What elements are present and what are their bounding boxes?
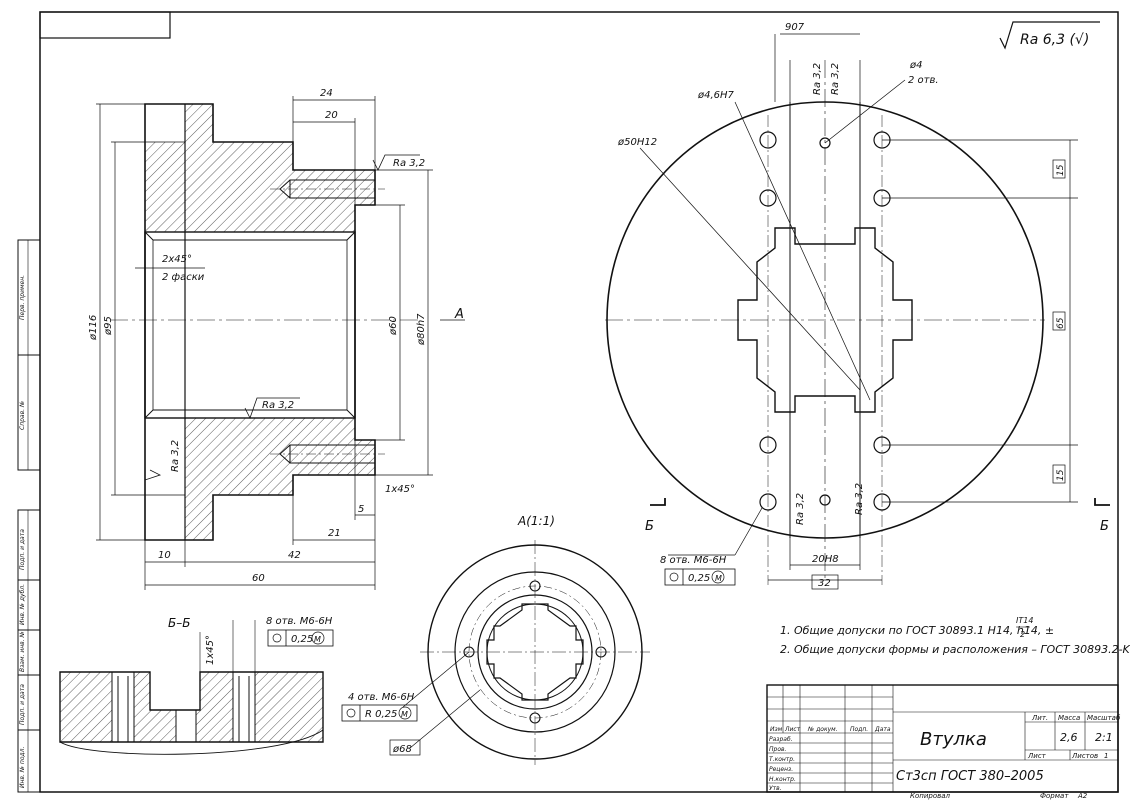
note-1-frac-den: 2 [1020, 630, 1025, 639]
hdr-doc: № докум. [807, 726, 838, 733]
side-label-4: Инв. № дубл. [19, 584, 26, 625]
sheets-count: 1 [1104, 752, 1108, 760]
svg-text:M: M [314, 635, 321, 644]
ra-right-bottom-2: Ra 3,2 [854, 483, 865, 515]
dim-d46h7: ø4,6H7 [697, 90, 735, 101]
view-a: A(1:1) 4 отв. M6-6H R 0,25 M ø68 [341, 514, 650, 765]
section-chamfer: 1x45° [205, 635, 216, 665]
position-tol-right: 0,25 [688, 573, 710, 584]
role-2: Пров. [769, 746, 787, 753]
general-roughness: Ra 6,3 (√) [999, 21, 1100, 50]
svg-text:M: M [715, 574, 722, 583]
ra-right-bottom-1: Ra 3,2 [795, 493, 806, 525]
holes-8-m6: 8 отв. M6-6H [660, 555, 727, 566]
dim-10: 10 [158, 550, 171, 561]
side-label-7: Инв. № подл. [19, 747, 26, 788]
dim-21: 21 [328, 528, 341, 539]
ra-top: Ra 3,2 [393, 158, 425, 169]
svg-text:M: M [401, 710, 408, 719]
side-label-2: Справ. № [19, 401, 26, 430]
section-bb-title: Б–Б [168, 616, 190, 630]
dim-65: 65 [1056, 317, 1066, 329]
dim-d4: ø4 [909, 60, 922, 71]
hdr-list: Лист [784, 726, 801, 733]
ra-bore: Ra 3,2 [262, 400, 294, 411]
format-label: Формат [1040, 792, 1069, 800]
dim-32: 32 [818, 578, 831, 589]
side-strip: Перв. примен. Справ. № Подп. и дата Инв.… [17, 239, 41, 793]
dim-d95: ø95 [103, 316, 114, 336]
dim-20: 20 [325, 110, 338, 121]
sheets-label: Листов [1071, 752, 1098, 760]
part-name: Втулка [920, 729, 987, 750]
dim-d116: ø116 [88, 315, 99, 341]
dim-907: 907 [785, 22, 805, 33]
side-label-6: Подп. и дата [19, 684, 26, 725]
role-3: Т.контр. [769, 756, 795, 763]
note-1-frac-num: IT14 [1016, 616, 1033, 625]
section-mark-left: Б [645, 519, 654, 534]
view-a-holes: 4 отв. M6-6H [348, 692, 415, 703]
section-tol: 0,25 [291, 634, 313, 645]
view-a-tol: R 0,25 [365, 709, 397, 720]
role-5: Н.контр. [769, 776, 796, 783]
role-1: Разраб. [769, 736, 793, 743]
ra-right-top-2: Ra 3,2 [830, 63, 841, 95]
side-label-3: Подп. и дата [19, 529, 26, 570]
dim-42: 42 [288, 550, 301, 561]
top-left-stamp [39, 11, 171, 39]
mass-value: 2,6 [1060, 731, 1078, 744]
dim-20h8: 20H8 [812, 554, 839, 565]
dim-24: 24 [320, 88, 333, 99]
view-a-d68: ø68 [392, 744, 412, 755]
title-block: Изм Лист № докум. Подп. Дата Разраб. Про… [766, 684, 1121, 800]
front-section-view: 24 20 Ra 3,2 2x45° 2 фаски ø116 ø95 ø60 … [88, 88, 465, 590]
view-a-title: A(1:1) [517, 514, 555, 528]
section-holes: 8 отв. M6-6H [266, 616, 333, 627]
col-scale: Масштаб [1087, 714, 1121, 722]
hdr-date: Дата [874, 726, 891, 733]
dim-d80: ø80h7 [416, 313, 427, 346]
hdr-izm: Изм [770, 726, 783, 733]
side-label-1: Перв. примен. [19, 275, 26, 320]
format-value: A2 [1077, 792, 1088, 800]
end-view: 907 Ra 3,2 Ra 3,2 ø4 2 отв. ø4,6H7 ø50H1… [605, 22, 1110, 590]
ra-left: Ra 3,2 [170, 440, 181, 472]
side-label-5: Взам. инв. № [19, 631, 26, 672]
copied-label: Копировал [910, 792, 951, 800]
dim-d60: ø60 [388, 316, 399, 336]
chamfer-1x45: 1x45° [385, 484, 415, 495]
col-lit: Лит. [1031, 714, 1048, 722]
hdr-sign: Подп. [850, 726, 868, 733]
section-bb: Б–Б 8 отв. M6-6H 0,25 M 1x45° [59, 616, 334, 755]
note-1: 1. Общие допуски по ГОСТ 30893.1 H14, h1… [780, 624, 1054, 637]
ra-right-top-1: Ra 3,2 [812, 63, 823, 95]
dim-60: 60 [252, 573, 265, 584]
roughness-label: Ra 6,3 (√) [1020, 32, 1089, 48]
dim-15-top: 15 [1056, 164, 1066, 176]
dim-15-bottom: 15 [1056, 469, 1066, 481]
col-mass: Масса [1058, 714, 1080, 722]
dim-5: 5 [358, 504, 364, 515]
role-4: Реценз. [769, 766, 793, 773]
chamfer-label: 2x45° [162, 254, 192, 265]
scale-value: 2:1 [1095, 731, 1113, 744]
role-6: Утв. [769, 785, 782, 792]
material: Ст3сп ГОСТ 380–2005 [896, 769, 1044, 784]
section-mark-right: Б [1100, 519, 1109, 534]
chamfer-count: 2 фаски [162, 272, 205, 283]
view-a-arrow-label: A [454, 307, 464, 322]
dim-d50h12: ø50H12 [617, 137, 657, 148]
dim-d4-count: 2 отв. [908, 75, 939, 86]
notes: 1. Общие допуски по ГОСТ 30893.1 H14, h1… [780, 616, 1130, 656]
note-2: 2. Общие допуски формы и расположения – … [780, 643, 1130, 656]
sheet-label: Лист [1027, 752, 1047, 760]
